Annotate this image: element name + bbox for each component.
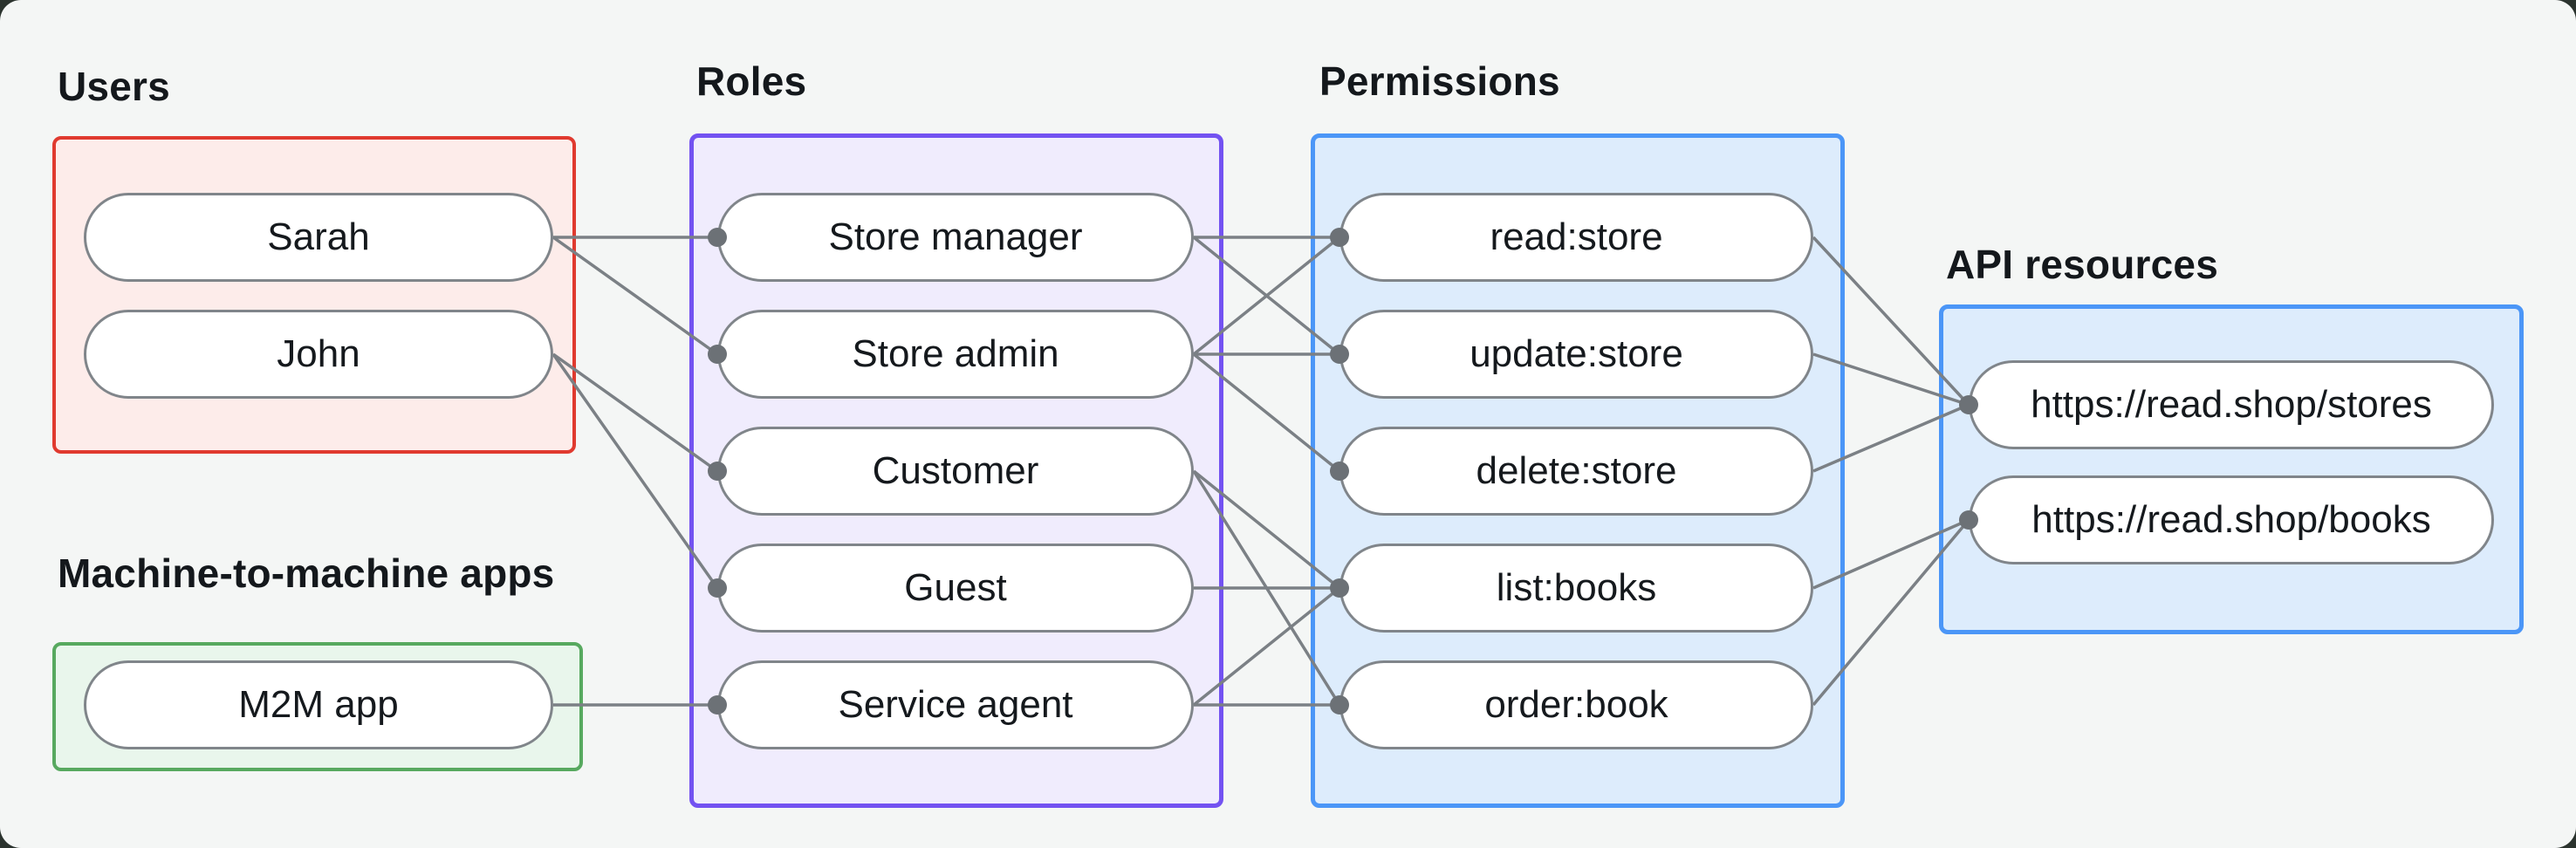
users-group-box [52,136,576,454]
node-store-admin: Store admin [717,310,1194,399]
node-m2m-app: M2M app [84,660,553,749]
node-update-store: update:store [1339,310,1813,399]
node-john: John [84,310,553,399]
node-order-book: order:book [1339,660,1813,749]
roles-group-label: Roles [696,58,807,104]
users-group-label: Users [58,64,170,109]
node-stores-resource: https://read.shop/stores [1969,360,2494,449]
node-store-manager: Store manager [717,193,1194,282]
permissions-group-label: Permissions [1319,58,1560,104]
node-read-store: read:store [1339,193,1813,282]
node-customer: Customer [717,427,1194,516]
m2m-apps-group-label: Machine-to-machine apps [58,551,555,596]
node-books-resource: https://read.shop/books [1969,475,2494,564]
node-guest: Guest [717,544,1194,633]
node-service-agent: Service agent [717,660,1194,749]
node-delete-store: delete:store [1339,427,1813,516]
node-sarah: Sarah [84,193,553,282]
api-resources-group-label: API resources [1946,242,2218,287]
node-list-books: list:books [1339,544,1813,633]
